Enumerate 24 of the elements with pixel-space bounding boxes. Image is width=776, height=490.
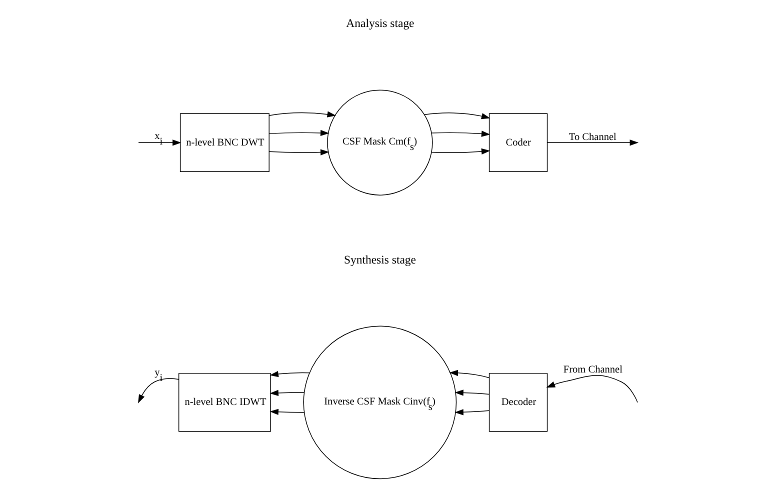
label: Analysis stage: [346, 17, 414, 30]
edge-label: To Channel: [568, 132, 616, 143]
arrow: [138, 140, 182, 146]
edge-label: From Channel: [563, 364, 622, 376]
arrow: [454, 390, 490, 396]
arrow: [546, 375, 638, 403]
arrow: [547, 140, 639, 146]
arrow: [270, 408, 305, 415]
arrow: [449, 370, 490, 378]
arrow: [270, 390, 305, 396]
arrow: [431, 148, 490, 155]
arrow: [424, 112, 490, 120]
arrow: [268, 111, 336, 118]
node-box: n-level BNC DWT: [180, 113, 270, 172]
node-box: n-level BNC IDWT: [178, 373, 271, 432]
arrow: [431, 130, 490, 137]
arrow: [454, 409, 490, 416]
arrow: [268, 149, 330, 156]
arrow: [270, 370, 310, 378]
node-box: Decoder: [488, 373, 548, 432]
arrow: [138, 378, 180, 404]
label: Synthesis stage: [344, 254, 416, 267]
arrow: [268, 130, 330, 136]
node-box: Coder: [488, 113, 548, 172]
